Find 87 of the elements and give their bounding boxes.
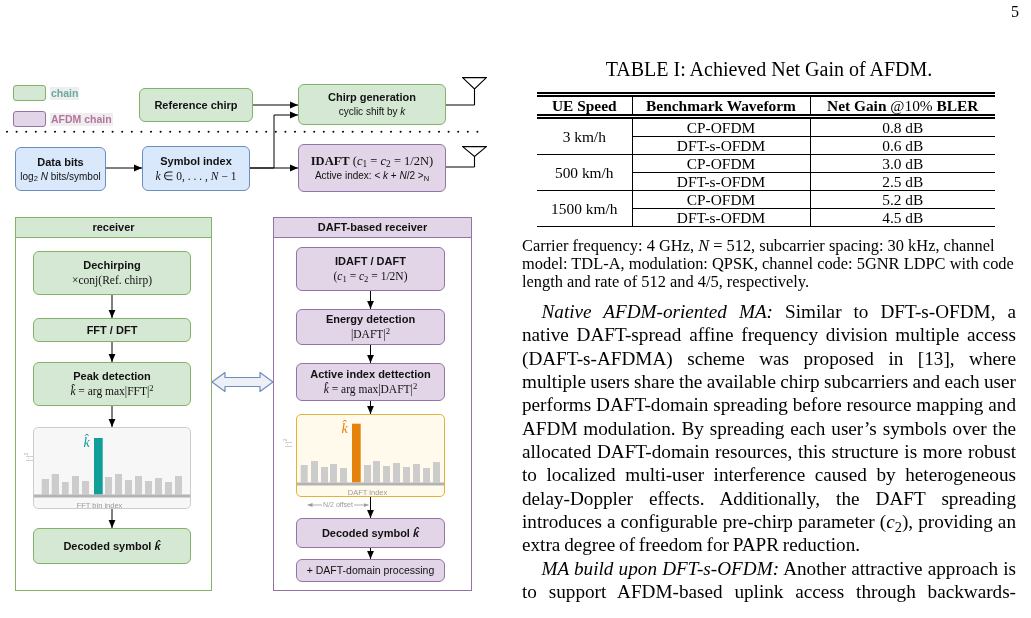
- process-box: [296, 363, 445, 401]
- step-title: FFT / DFT: [86, 323, 138, 337]
- antenna-symbol: [462, 146, 487, 167]
- process-box: [296, 518, 445, 548]
- legend-label: chain: [50, 86, 80, 100]
- process-box: [296, 247, 445, 291]
- panel-header: DAFT-based receiver: [274, 218, 471, 238]
- arrow: [367, 547, 374, 560]
- antenna-symbol: [462, 77, 487, 105]
- table-cell: DFT-s-OFDM: [632, 208, 810, 227]
- bar-chart-panel: [33, 427, 191, 509]
- process-box: [142, 146, 250, 191]
- body-paragraph: MA build upon DFT-s-OFDM: Another attractive approach is to support AFDM-based uplink access through backwards-: [522, 556, 1016, 604]
- receiver-panel: [273, 217, 472, 591]
- step-detail: |DAFT|$^{2}$: [351, 328, 390, 341]
- step-title: Energy detection: [325, 313, 416, 326]
- step-title: Decoded symbol k̂: [321, 526, 420, 540]
- step-detail: k ∈ 0, . . . , N − 1: [155, 169, 237, 183]
- step-title: Peak detection: [73, 370, 151, 383]
- bar-chart-panel: [296, 414, 445, 497]
- connector-line: [445, 166, 475, 168]
- step-title: Reference chirp: [154, 98, 238, 112]
- process-box: [296, 309, 445, 345]
- receiver-panel: [15, 217, 212, 591]
- double-arrow: [211, 371, 274, 393]
- table-cell: CP-OFDM: [632, 154, 810, 173]
- arrow: [108, 294, 116, 319]
- step-title: IDAFT / DAFT: [335, 255, 406, 268]
- arrow: [108, 341, 116, 363]
- step-detail: cyclic shift by k: [338, 106, 406, 118]
- arrow: [105, 164, 143, 172]
- step-title: IDAFT (c$_{1}$ = c$_{2}$ = 1/2N): [310, 154, 434, 168]
- arrow: [367, 400, 374, 415]
- step-detail: log$_{2}$ N bits/symbol: [20, 170, 101, 183]
- body-paragraph: Native AFDM-oriented MA: Similar to DFT-s-OFDM, a native DAFT-spread affine frequency division multiple access (DAFT-s-AFDMA) scheme was proposed in [13], where multiple users share the available chirp subcarriers and each user performs DAFT-domain spreading before resource mapping and AFDM modulation. By spreading each user’s symbols over the allocated DAFT-domain resources, this structure is more robust to localized multi-user interference caused by heterogeneous delay-Doppler effects. Additionally, the DAFT spreading introduces a configurable pre-chirp parameter (c$_{2}$), providing an extra degree of freedom for PAPR reduction.: [522, 299, 1016, 557]
- table-cell: 3.0 dB: [810, 154, 995, 173]
- step-title: Chirp generation: [328, 91, 416, 104]
- table-cell: CP-OFDM: [632, 190, 810, 209]
- step-title: Active index dettection: [310, 368, 431, 381]
- table-cell: 5.2 dB: [810, 190, 995, 209]
- process-box: [33, 362, 191, 406]
- table-footnote: Carrier frequency: 4 GHz, N = 512, subcarrier spacing: 30 kHz, channel model: TDL-A, modulation: QPSK, channel code: 5GNR LDPC with code length and rate of 512 and 4/5, respectively.: [522, 237, 1015, 291]
- table-cell: 3 km/h: [537, 116, 632, 155]
- table-cell: 2.5 dB: [810, 172, 995, 191]
- step-detail: k̂ = arg max|DAFT|$^{2}$: [323, 383, 418, 396]
- arrow: [249, 111, 299, 169]
- arrow: [108, 405, 116, 428]
- arrow: [367, 344, 374, 364]
- step-title: Data bits: [37, 155, 84, 169]
- table-cell: DFT-s-OFDM: [632, 172, 810, 191]
- process-box: [33, 528, 191, 564]
- step-detail: ×conj(Ref. chirp): [72, 274, 152, 287]
- arrow: [108, 508, 116, 529]
- step-title: Dechirping: [83, 259, 141, 272]
- page-number: 5: [1011, 3, 1019, 21]
- column-header: Benchmark Waveform: [632, 94, 810, 117]
- step-detail: k̂ = arg max|FFT|$^{2}$: [70, 385, 154, 398]
- process-box: [15, 147, 106, 191]
- process-box: [298, 144, 446, 192]
- legend-label: AFDM chain: [50, 112, 113, 126]
- step-detail: (c$_{1}$ = c$_{2}$ = 1/2N): [333, 270, 408, 283]
- panel-header: receiver: [16, 218, 211, 238]
- process-box: [33, 251, 191, 295]
- table-cell: DFT-s-OFDM: [632, 136, 810, 155]
- step-title: Decoded symbol k̂: [63, 539, 161, 553]
- arrow: [367, 290, 374, 310]
- step-title: Symbol index: [160, 154, 232, 168]
- table-cell: CP-OFDM: [632, 116, 810, 137]
- column-header: Net Gain @10% BLER: [810, 94, 995, 117]
- process-box: [296, 559, 445, 582]
- step-title: + DAFT-domain processing: [306, 564, 435, 577]
- table-cell: 1500 km/h: [537, 190, 632, 227]
- process-box: [139, 88, 253, 122]
- table-cell: 0.6 dB: [810, 136, 995, 155]
- table-cell: 0.8 dB: [810, 116, 995, 137]
- peak-label: k̂: [341, 422, 348, 436]
- process-box: [33, 318, 191, 342]
- connector-line: [445, 104, 475, 106]
- arrow: [367, 496, 374, 519]
- step-detail: Active index: < k + N/2 >$_{N}$: [314, 170, 430, 182]
- arrow: [252, 101, 299, 109]
- table-cell: 4.5 dB: [810, 208, 995, 227]
- table-cell: 500 km/h: [537, 154, 632, 191]
- peak-label: k̂: [83, 436, 90, 450]
- process-box: [298, 84, 446, 125]
- column-header: UE Speed: [537, 94, 632, 117]
- table-caption: TABLE I: Achieved Net Gain of AFDM.: [604, 57, 934, 81]
